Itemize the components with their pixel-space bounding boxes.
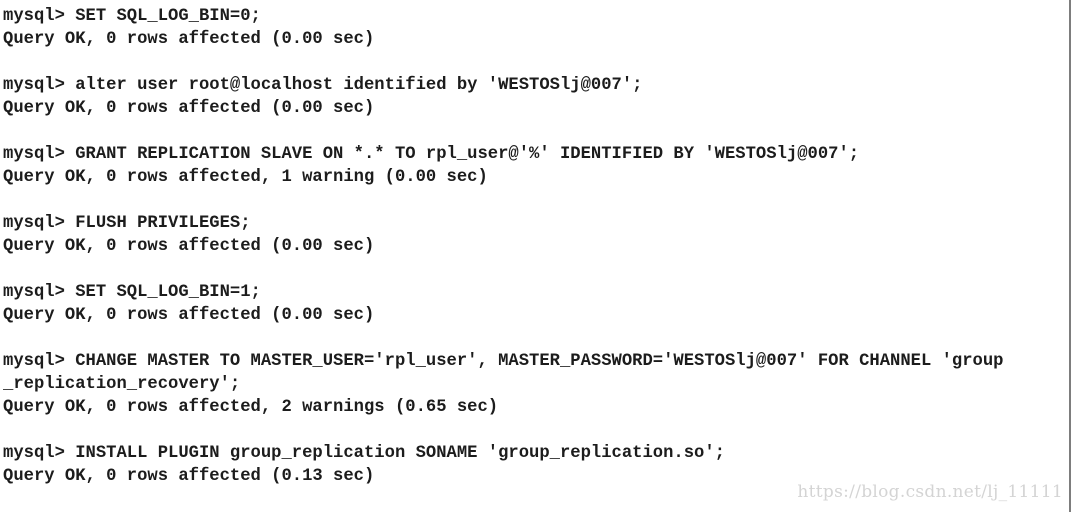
terminal-line: Query OK, 0 rows affected, 1 warning (0.… (3, 168, 488, 187)
terminal-line: Query OK, 0 rows affected (0.00 sec) (3, 237, 375, 256)
terminal-line: Query OK, 0 rows affected, 2 warnings (0… (3, 398, 499, 417)
terminal-line: _replication_recovery'; (3, 375, 241, 394)
terminal-line (3, 419, 1068, 442)
watermark-url: https://blog.csdn.net/lj_11111 (797, 482, 1063, 502)
terminal-line: Query OK, 0 rows affected (0.00 sec) (3, 99, 375, 118)
terminal-line (3, 327, 1068, 350)
terminal-line: mysql> CHANGE MASTER TO MASTER_USER='rpl… (3, 352, 1004, 371)
terminal-line (3, 120, 1068, 143)
terminal-line: Query OK, 0 rows affected (0.00 sec) (3, 30, 375, 49)
terminal-line: Query OK, 0 rows affected (0.13 sec) (3, 467, 375, 486)
terminal-line: mysql> SET SQL_LOG_BIN=0; (3, 7, 261, 26)
terminal-line (3, 258, 1068, 281)
terminal-line: mysql> GRANT REPLICATION SLAVE ON *.* TO… (3, 145, 860, 164)
terminal-line: Query OK, 0 rows affected (0.00 sec) (3, 306, 375, 325)
terminal-line: mysql> INSTALL PLUGIN group_replication … (3, 444, 725, 463)
terminal-line (3, 189, 1068, 212)
terminal-line: mysql> FLUSH PRIVILEGES; (3, 214, 251, 233)
terminal-line: mysql> alter user root@localhost identif… (3, 76, 643, 95)
terminal-line (3, 51, 1068, 74)
scrollbar-edge[interactable] (1069, 0, 1071, 512)
terminal-line: mysql> SET SQL_LOG_BIN=1; (3, 283, 261, 302)
